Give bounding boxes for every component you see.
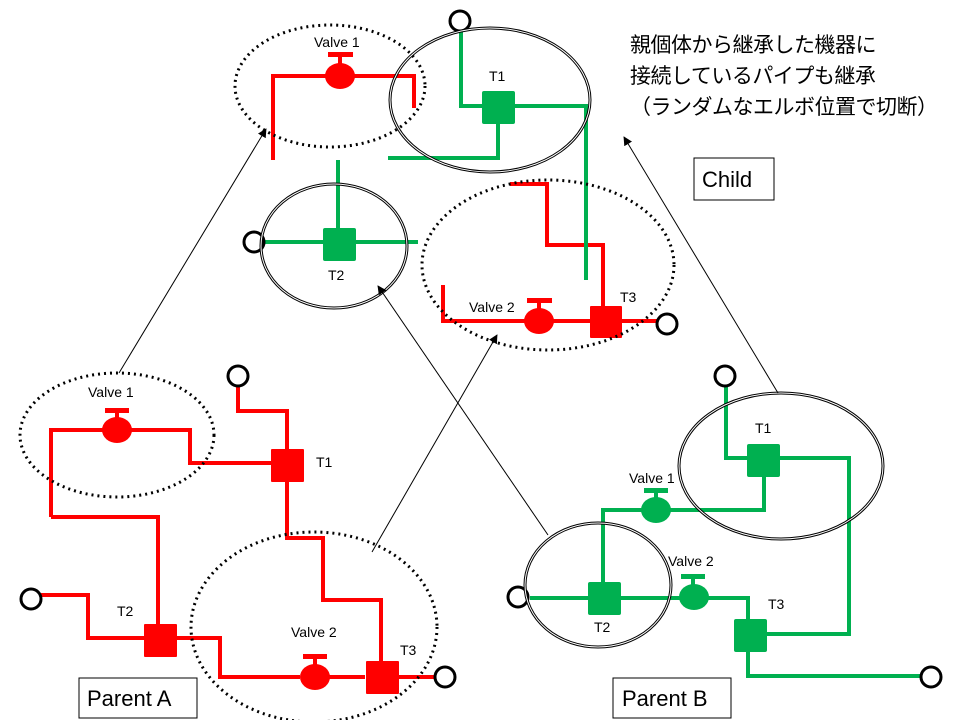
parent-b-t2-icon xyxy=(588,582,621,615)
parent-a-valve1-dotted-ellipse xyxy=(18,371,216,499)
arrow-a-valve1-to-child xyxy=(118,128,267,374)
parent-a-group: Valve 1 T1 T2 Valve 2 T3 Parent A xyxy=(18,364,457,720)
child-valve1-label: Valve 1 xyxy=(314,34,360,50)
child-t1-double-ellipse-inner xyxy=(389,27,591,173)
parent-b-valve1-label: Valve 1 xyxy=(629,470,675,486)
parent-a-label: Parent A xyxy=(87,686,172,711)
parent-b-t1-icon xyxy=(747,444,780,477)
parent-a-t1-icon xyxy=(271,449,304,482)
parent-b-group: T1 Valve 1 T2 Valve 2 T3 Parent B xyxy=(506,364,943,719)
parent-a-valve1-label: Valve 1 xyxy=(88,384,134,400)
child-t2-label: T2 xyxy=(328,267,345,283)
parent-b-t1-terminal xyxy=(713,364,737,388)
child-t2-double-ellipse-inner xyxy=(260,183,408,309)
inheritance-arrows xyxy=(118,128,779,553)
parent-a-t2-label: T2 xyxy=(117,603,134,619)
child-t1-label: T1 xyxy=(489,68,506,84)
parent-b-label: Parent B xyxy=(622,686,708,711)
parent-a-t1-label: T1 xyxy=(316,454,333,470)
arrow-a-valve2-to-child xyxy=(371,334,498,553)
annotation-line-2: 接続しているパイプも継承 xyxy=(630,64,876,88)
arrow-b-t1-to-child xyxy=(623,136,779,394)
parent-b-valve2-icon xyxy=(679,574,709,610)
parent-a-pipes xyxy=(41,384,435,679)
parent-a-valve2-label: Valve 2 xyxy=(291,624,337,640)
parent-a-t3-label: T3 xyxy=(400,642,417,658)
annotation-line-3: （ランダムなエルボ位置で切断） xyxy=(630,95,938,119)
parent-a-valve2-dotted-ellipse xyxy=(189,530,439,720)
child-valve1-icon xyxy=(325,52,355,89)
annotation-line-1: 親個体から継承した機器に xyxy=(630,33,876,57)
parent-b-t2-terminal xyxy=(506,585,530,609)
child-group: Valve 1 T1 T2 xyxy=(233,9,679,352)
child-t1-icon xyxy=(482,91,515,124)
parent-a-t1-terminal xyxy=(226,364,250,388)
parent-a-valve2-icon xyxy=(300,654,330,690)
parent-a-t2-terminal xyxy=(19,587,43,611)
parent-a-t3-icon xyxy=(366,661,399,694)
child-valve2-icon xyxy=(524,298,554,334)
parent-a-label-box xyxy=(78,677,198,719)
parent-b-t1-double-ellipse xyxy=(677,391,885,541)
parent-b-t1-double-ellipse-inner xyxy=(678,392,884,540)
parent-a-t2-icon xyxy=(144,624,177,657)
arrow-b-t2-to-child xyxy=(377,285,549,536)
child-label: Child xyxy=(702,167,752,192)
parent-b-t3-label: T3 xyxy=(768,596,785,612)
child-valve2-dotted-ellipse xyxy=(420,178,676,352)
parent-b-valve1-icon xyxy=(641,488,671,523)
parent-a-t3-terminal xyxy=(433,665,457,689)
parent-b-pipes xyxy=(530,384,920,678)
child-t1-terminal xyxy=(448,9,472,33)
parent-b-label-box xyxy=(612,677,732,719)
annotation-note: 親個体から継承した機器に 接続しているパイプも継承 （ランダムなエルボ位置で切断… xyxy=(630,30,938,123)
parent-b-t1-label: T1 xyxy=(755,420,772,436)
parent-a-valve1-icon xyxy=(102,408,132,443)
child-t3-pipes xyxy=(441,182,660,323)
child-t3-terminal xyxy=(655,312,679,336)
parent-b-valve2-label: Valve 2 xyxy=(668,553,714,569)
child-valve2-label: Valve 2 xyxy=(469,299,515,315)
child-valve1-dotted-ellipse xyxy=(233,23,427,149)
child-t2-terminal xyxy=(242,230,266,254)
parent-b-t2-double-ellipse-inner xyxy=(524,522,672,648)
parent-b-t2-label: T2 xyxy=(594,619,611,635)
child-t3-label: T3 xyxy=(620,289,637,305)
child-t2-icon xyxy=(323,228,356,261)
child-label-box xyxy=(693,157,775,201)
parent-b-t3-icon xyxy=(734,619,767,652)
parent-b-t3-terminal xyxy=(919,665,943,689)
child-t3-icon xyxy=(590,306,622,338)
